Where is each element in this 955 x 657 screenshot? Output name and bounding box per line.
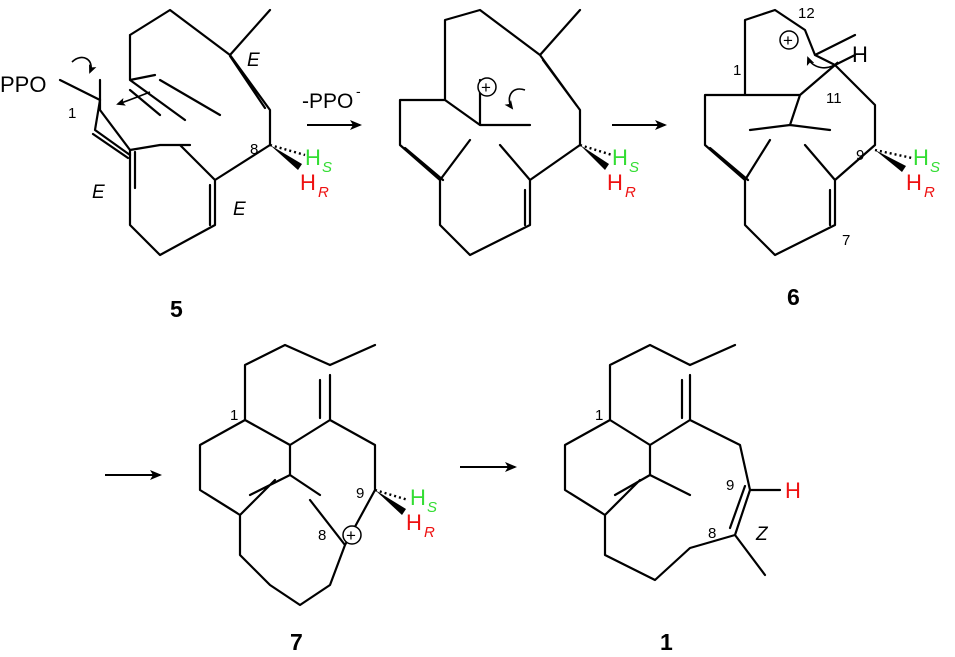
compound-1-c8-label: 8 [708,525,716,542]
svg-text:S: S [427,499,437,516]
intermediate-bonds [398,8,582,257]
compound-6-hs-label: H S [913,145,940,176]
compound-5-e-label-right: E [233,199,246,220]
compound-7-bonds [198,343,377,607]
compound-6-hr-label: H R [906,170,935,201]
compound-6-solid-wedge [875,150,906,172]
svg-text:H: H [607,170,623,195]
compound-5-curly-arrow-b [116,91,151,106]
compound-6-cation-circle [779,30,799,50]
svg-text:S: S [930,159,940,176]
compound-7-number: 7 [290,629,303,655]
compound-6-c12-label: 12 [798,5,815,22]
compound-7-hash-wedge [374,488,409,502]
compound-7-cation-circle [342,525,362,545]
compound-6-bonds [703,8,877,257]
compound-5-curly-arrow-a [71,56,97,74]
compound-6-curly-arrow [806,56,839,69]
svg-text:H: H [410,485,426,510]
compound-5-hash-wedge [269,143,306,157]
intermediate-cation-circle [477,77,497,97]
svg-text:H: H [913,145,929,170]
compound-5-number: 5 [170,296,183,322]
compound-5-hr-label: H R [300,170,329,201]
compound-7-c8-label: 8 [318,527,326,544]
compound-1-h-label: H [785,478,801,503]
svg-text:S: S [322,159,332,176]
svg-text:H: H [906,170,922,195]
svg-text:-: - [356,83,361,99]
compound-6-c7-label: 7 [842,232,850,249]
svg-text:H: H [300,170,316,195]
compound-1-c9-label: 9 [726,477,734,494]
compound-1-number: 1 [660,629,673,655]
compound-6-plus-sign: + [783,31,793,50]
intermediate-cation-structure: + [398,8,613,257]
compound-5-structure [58,8,306,257]
compound-5-chain [58,78,222,160]
intermediate-hash-wedge [579,143,613,157]
compound-7-plus-sign: + [346,526,356,545]
svg-text:H: H [406,510,422,535]
svg-text:-PPO: -PPO [302,90,353,113]
compound-1-z-label: Z [755,524,769,545]
compound-5-hs-label: H S [305,145,332,176]
svg-text:R: R [424,524,435,541]
svg-text:H: H [612,145,628,170]
compound-6-structure: + [703,8,913,257]
compound-7-c1-label: 1 [230,407,238,424]
reagent-label: -PPO - [302,83,361,113]
svg-text:R: R [625,184,636,201]
compound-5-c8-label: 8 [250,141,258,158]
compound-6-c11-label: 11 [826,90,842,107]
svg-text:R: R [924,184,935,201]
compound-5-bonds [98,8,272,257]
compound-7-hr-label: H R [406,510,435,541]
compound-5-ppo-label: PPO [0,72,46,97]
intermediate-solid-wedge [580,145,609,170]
compound-6-hash-wedge [874,148,913,160]
compound-7-structure: + [198,343,409,607]
compound-5-e-label-left: E [92,182,105,203]
intermediate-hs-label: H S [612,145,639,176]
intermediate-curly-arrow [504,88,526,110]
compound-7-solid-wedge [375,490,406,515]
compound-6-h-label: H [852,42,868,67]
compound-5-solid-wedge [270,145,302,170]
compound-6-c1-label: 1 [733,62,741,79]
svg-text:R: R [318,184,329,201]
compound-1-bonds [563,343,782,582]
intermediate-plus-sign: + [481,78,491,97]
intermediate-hr-label: H R [607,170,636,201]
svg-text:H: H [305,145,321,170]
compound-1-structure [563,343,782,582]
compound-7-hs-label: H S [410,485,437,516]
compound-5-e-label-top: E [247,50,260,71]
compound-5-c1-label: 1 [68,105,76,122]
compound-6-c9-label: 9 [856,147,864,164]
compound-1-c1-label: 1 [595,407,603,424]
svg-text:S: S [629,159,639,176]
compound-6-number: 6 [787,284,800,310]
compound-7-c9-label: 9 [356,485,364,502]
